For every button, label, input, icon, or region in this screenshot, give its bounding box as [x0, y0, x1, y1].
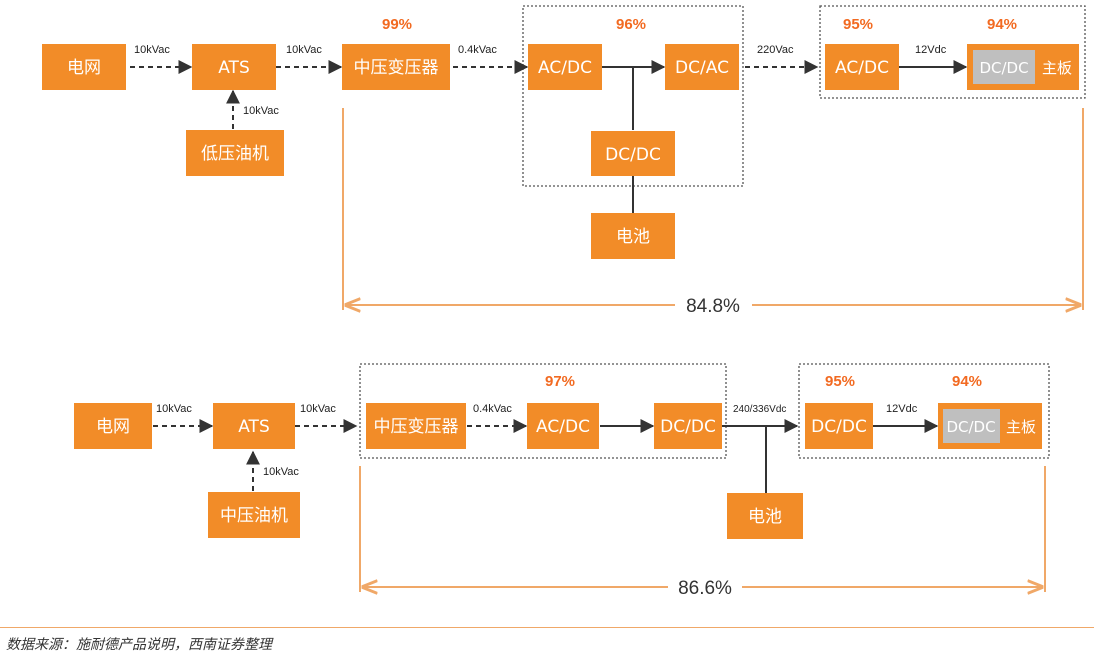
- svg-text:低压油机: 低压油机: [201, 144, 269, 164]
- node-generator: 低压油机: [186, 130, 284, 176]
- node2-transformer: 中压变压器: [366, 403, 466, 449]
- hvdc-group-border: [359, 363, 727, 459]
- node2-battery: 电池: [727, 493, 803, 539]
- node-dcdc: DC/DC: [591, 131, 675, 176]
- efficiency-board: 94%: [987, 16, 1017, 33]
- diagram-traditional-ups: 10kVac 10kVac 10kVac 0.4kVac 220Vac 12Vd…: [42, 5, 1086, 317]
- svg-text:AC/DC: AC/DC: [536, 417, 590, 437]
- label2-transformer-acdc: 0.4kVac: [473, 403, 512, 415]
- node-psu-acdc: AC/DC: [825, 44, 899, 90]
- label-generator-ats: 10kVac: [243, 105, 279, 117]
- svg-text:中压变压器: 中压变压器: [374, 417, 459, 437]
- source-note: 数据来源：施耐德产品说明，西南证券整理: [6, 637, 272, 653]
- svg-text:AC/DC: AC/DC: [538, 58, 592, 78]
- label-ats-transformer: 10kVac: [286, 44, 322, 56]
- node-transformer: 中压变压器: [342, 44, 450, 90]
- node2-grid: 电网: [74, 403, 152, 449]
- footer-divider: [0, 627, 1094, 628]
- svg-text:AC/DC: AC/DC: [835, 58, 889, 78]
- label2-hvdc-psu: 240/336Vdc: [733, 404, 786, 415]
- svg-text:DC/DC: DC/DC: [660, 417, 716, 437]
- efficiency2-board: 94%: [952, 373, 982, 390]
- efficiency-psu: 95%: [843, 16, 873, 33]
- board2-dcdc-chip: [943, 409, 1000, 443]
- diagram-hvdc: 10kVac 10kVac 10kVac 0.4kVac 240/336Vdc …: [74, 363, 1050, 599]
- total-efficiency: 84.8%: [686, 296, 740, 317]
- footer: 数据来源：施耐德产品说明，西南证券整理: [0, 623, 1094, 659]
- efficiency-transformer: 99%: [382, 16, 412, 33]
- svg-text:ATS: ATS: [238, 417, 270, 437]
- server-group-border: [819, 5, 1086, 99]
- svg-text:DC/DC: DC/DC: [811, 417, 867, 437]
- node2-generator: 中压油机: [208, 492, 300, 538]
- svg-text:DC/DC: DC/DC: [979, 59, 1028, 77]
- label-ups-psu: 220Vac: [757, 44, 794, 56]
- svg-text:电网: 电网: [67, 58, 101, 78]
- svg-text:DC/AC: DC/AC: [675, 58, 729, 78]
- node-acdc: AC/DC: [528, 44, 602, 90]
- label2-grid-ats: 10kVac: [156, 403, 192, 415]
- svg-text:ATS: ATS: [218, 58, 250, 78]
- label2-psu-board: 12Vdc: [886, 403, 918, 415]
- label-psu-board: 12Vdc: [915, 44, 947, 56]
- power-efficiency-diagram: 10kVac 10kVac 10kVac 0.4kVac 220Vac 12Vd…: [42, 5, 1086, 599]
- node2-dcdc: DC/DC: [654, 403, 722, 449]
- node-board: DC/DC 主板: [967, 44, 1079, 90]
- server-group-border-2: [798, 363, 1050, 459]
- svg-text:中压油机: 中压油机: [220, 506, 288, 526]
- svg-text:电网: 电网: [96, 417, 130, 437]
- svg-text:主板: 主板: [1042, 59, 1072, 77]
- node-dcac: DC/AC: [665, 44, 739, 90]
- svg-text:DC/DC: DC/DC: [946, 418, 995, 436]
- label-transformer-ups: 0.4kVac: [458, 44, 497, 56]
- svg-text:中压变压器: 中压变压器: [354, 58, 439, 78]
- node-battery: 电池: [591, 213, 675, 259]
- svg-text:电池: 电池: [616, 227, 650, 247]
- label2-generator-ats: 10kVac: [263, 466, 299, 478]
- node-ats: ATS: [192, 44, 276, 90]
- efficiency2-hvdc: 97%: [545, 373, 575, 390]
- node2-ats: ATS: [213, 403, 295, 449]
- svg-text:电池: 电池: [748, 507, 782, 527]
- efficiency2-psu: 95%: [825, 373, 855, 390]
- efficiency-ups: 96%: [616, 16, 646, 33]
- label-grid-ats: 10kVac: [134, 44, 170, 56]
- node2-psu-dcdc: DC/DC: [805, 403, 873, 449]
- node-grid: 电网: [42, 44, 126, 90]
- svg-text:主板: 主板: [1006, 418, 1036, 436]
- label2-ats-group: 10kVac: [300, 403, 336, 415]
- total-efficiency-2: 86.6%: [678, 578, 732, 599]
- node2-board: DC/DC 主板: [938, 403, 1042, 449]
- svg-text:DC/DC: DC/DC: [605, 145, 661, 165]
- node2-acdc: AC/DC: [527, 403, 599, 449]
- board-dcdc-chip: [973, 50, 1035, 84]
